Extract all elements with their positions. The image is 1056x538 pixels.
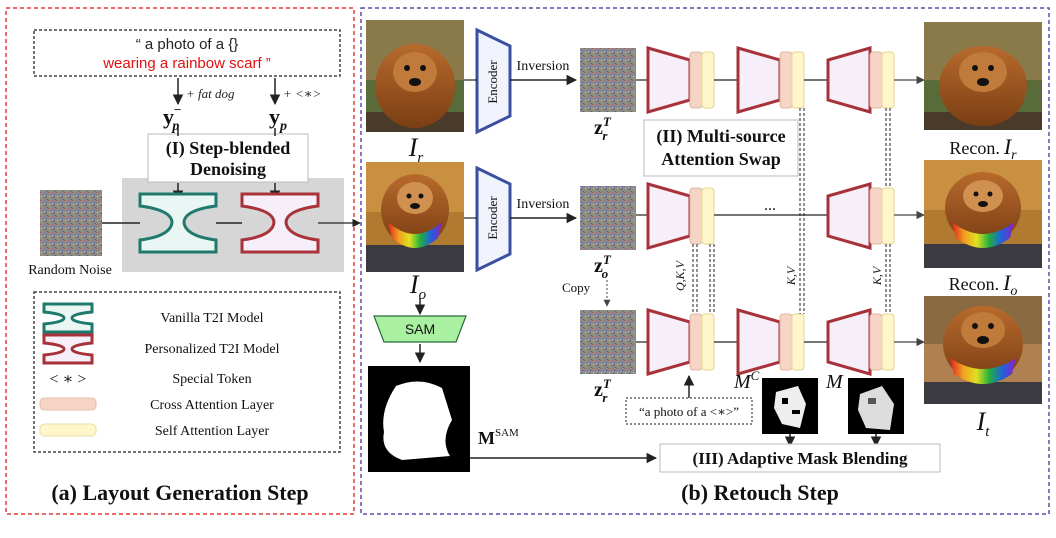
prompt-line2: wearing a rainbow scarf ” [102,55,271,72]
prompt-star-box [625,397,753,425]
prompt-star-label: “a photo of a <∗>” [639,404,739,419]
mask-m [848,378,904,434]
latent-zr-bottom [580,310,636,374]
msam-label: MSAM [478,427,519,448]
kv-label-2: K,V [870,265,884,286]
recon-ir-image [924,22,1042,130]
ellipsis: ... [764,197,776,214]
fat-dog-label: + fat dog [186,86,235,101]
recon-io-label: Recon.Io [949,270,1018,299]
reference-image-label: Ir [408,133,424,166]
legend-personalized-label: Personalized T2I Model [144,342,279,357]
recon-ir-label: Recon.Ir [949,134,1017,163]
target-image-label: It [976,407,991,440]
legend-special-token-symbol: < ∗ > [50,371,87,388]
adaptive-mask-label: (III) Adaptive Mask Blending [693,449,908,468]
random-noise-label: Random Noise [28,263,112,278]
latent-zo [580,186,636,250]
personalized-t2i-model [240,192,320,254]
unet-row-bottom [636,308,925,376]
copy-label: Copy [562,280,591,295]
y-negative: y−p [163,102,181,134]
multi-source-box [643,119,799,177]
step-blended-label-2: Denoising [190,159,266,179]
reference-image [366,20,464,132]
multi-source-label-2: Attention Swap [661,149,781,169]
sam-module [373,315,467,343]
adaptive-mask-box [659,443,941,473]
random-noise-image [40,190,102,256]
encoder-mid-label: Encoder [485,196,500,240]
legend-personalized-icon [42,333,94,365]
sam-label: SAM [405,321,435,337]
step-blended-box [147,133,309,183]
legend-vanilla-icon [42,302,94,334]
prompt-box [33,29,341,77]
legend-special-token-label: Special Token [172,372,251,387]
recon-io-image [924,160,1042,268]
vanilla-t2i-model [138,192,218,254]
unet-row-mid [636,182,925,250]
m-label: M [825,371,844,393]
multi-source-label-1: (II) Multi-source [656,126,785,147]
layout-output-label: Io [409,270,427,303]
special-token-add: + <∗> [283,86,321,101]
step-blended-label-1: (I) Step-blended [166,138,291,159]
mc-label: MC [733,368,760,393]
inversion-label-mid: Inversion [517,197,570,212]
legend-cross-attn-label: Cross Attention Layer [150,398,274,413]
denoising-area [122,178,344,272]
inversion-label-top: Inversion [517,59,570,74]
kv-label-1: K,V [784,265,798,286]
encoder-mid [475,165,512,273]
retouch-panel-title: (b) Retouch Step [681,480,839,505]
sam-mask [368,366,470,472]
target-image [924,296,1042,404]
mask-mc [762,378,818,434]
unet-row-top [636,46,925,114]
prompt-line1: “ a photo of a {} [136,36,239,53]
y-positive: yp [269,104,287,134]
layout-panel-title: (a) Layout Generation Step [51,480,308,505]
legend-cross-attn-icon [39,397,97,411]
encoder-top-label: Encoder [485,60,500,104]
attention-swap-links [692,108,891,314]
qkv-label: Q,K,V [673,259,687,291]
legend-vanilla-label: Vanilla T2I Model [160,311,263,326]
latent-zr-top [580,48,636,112]
retouch-panel-border [360,7,1050,515]
layout-output-image [366,162,464,272]
encoder-top [475,27,512,135]
legend-self-attn-label: Self Attention Layer [155,424,270,439]
legend-self-attn-icon [39,423,97,437]
